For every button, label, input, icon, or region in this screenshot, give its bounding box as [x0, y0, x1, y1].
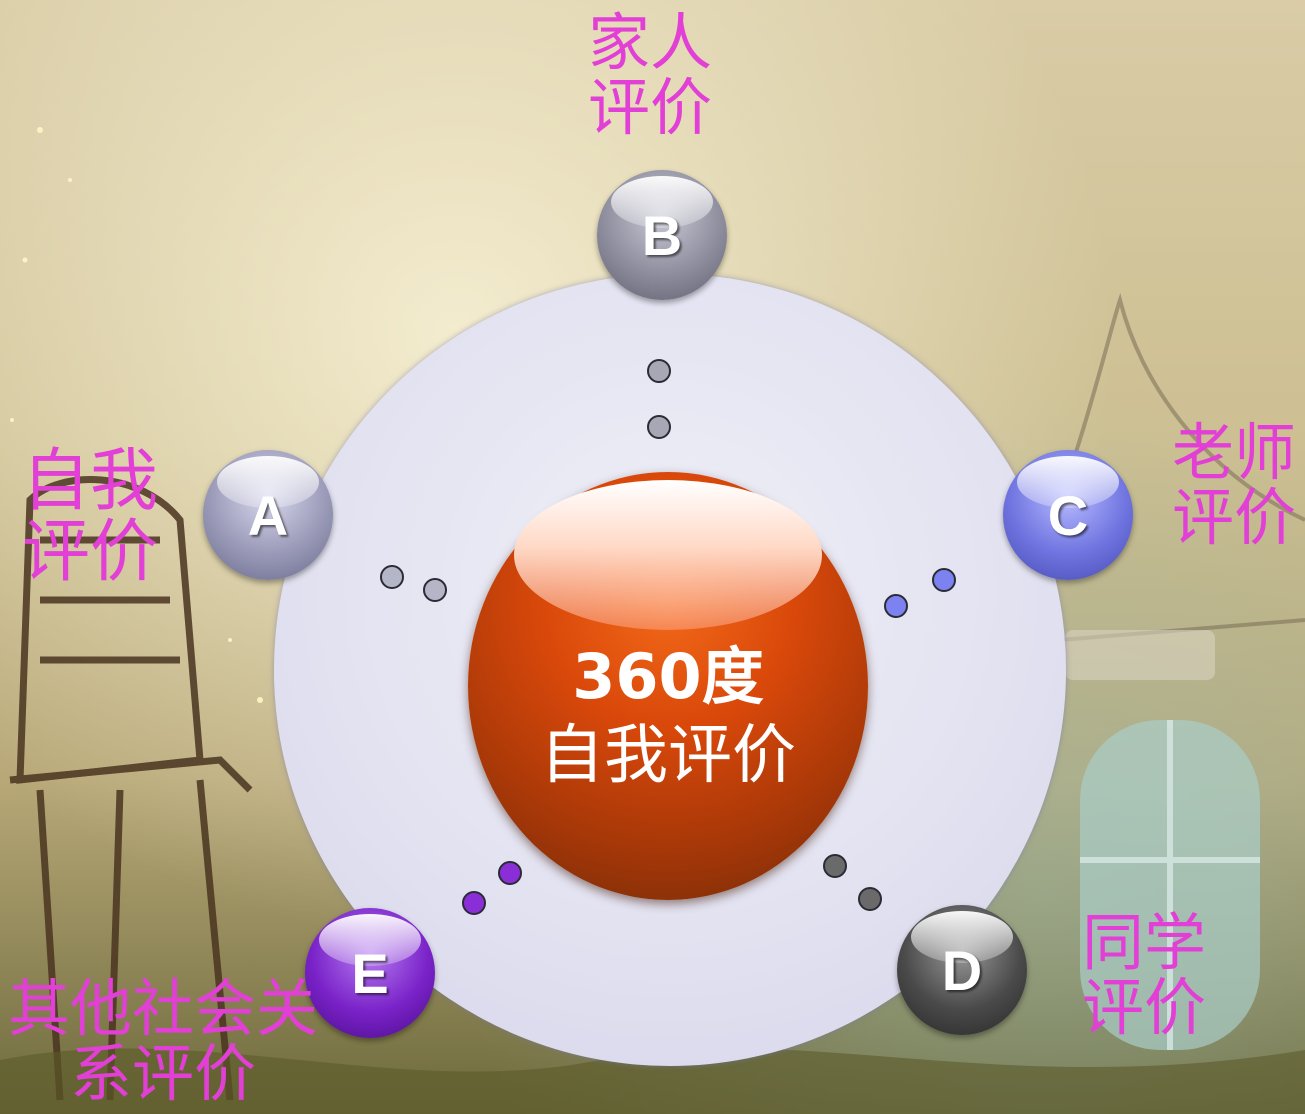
connector-dot-a1 — [380, 565, 404, 589]
label-c-line2: 评价 — [1172, 481, 1297, 555]
node-a: A — [203, 450, 333, 580]
center-title: 360度 — [572, 640, 764, 713]
label-b-line2: 评价 — [588, 71, 713, 145]
center-gloss — [514, 480, 822, 630]
node-a-letter: A — [247, 483, 289, 547]
label-d-line2: 评价 — [1082, 971, 1207, 1045]
connector-dot-a2 — [423, 578, 447, 602]
label-b: 家人 评价 — [588, 10, 712, 140]
connector-dot-b2 — [647, 415, 671, 439]
node-b: B — [597, 170, 727, 300]
connector-dot-c1 — [932, 568, 956, 592]
label-a: 自我 评价 — [22, 446, 158, 589]
connector-dot-d1 — [823, 854, 847, 878]
node-e: E — [305, 908, 435, 1038]
node-c-letter: C — [1047, 483, 1089, 547]
node-d-letter: D — [941, 938, 983, 1002]
node-e-letter: E — [351, 941, 389, 1005]
center-sphere: 360度 自我评价 — [468, 472, 868, 900]
connector-dot-d2 — [858, 887, 882, 911]
center-subtitle: 自我评价 — [540, 718, 796, 793]
label-e: 其他社会关 系评价 — [8, 976, 318, 1106]
node-b-letter: B — [641, 203, 683, 267]
chair-illustration — [9, 476, 253, 1101]
connector-dot-b1 — [647, 359, 671, 383]
connector-dot-c2 — [884, 594, 908, 618]
node-c: C — [1003, 450, 1133, 580]
connector-dot-e1 — [498, 861, 522, 885]
label-c-line1: 老师 — [1172, 416, 1297, 489]
label-c: 老师 评价 — [1172, 420, 1296, 550]
connector-dot-e2 — [462, 891, 486, 915]
label-d: 同学 评价 — [1082, 910, 1206, 1040]
label-a-line1: 自我 — [22, 442, 159, 521]
label-e-line1: 其他社会关 — [8, 972, 319, 1045]
label-d-line1: 同学 — [1082, 906, 1207, 979]
node-d: D — [897, 905, 1027, 1035]
label-e-line2: 系评价 — [70, 1037, 257, 1111]
center-label: 360度 自我评价 — [468, 638, 868, 796]
label-a-line2: 评价 — [22, 513, 159, 593]
label-b-line1: 家人 — [588, 6, 713, 79]
